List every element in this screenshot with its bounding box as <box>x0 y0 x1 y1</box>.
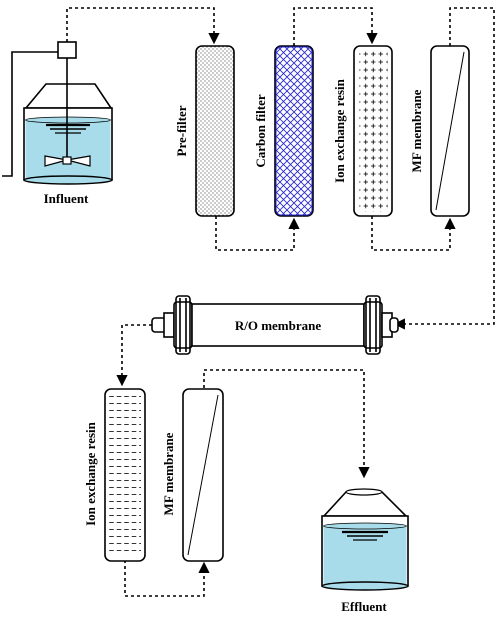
prefilter-cartridge <box>195 45 235 217</box>
ion-exchange-label-2: Ion exchange resin <box>83 421 98 526</box>
effluent-label: Effluent <box>341 599 387 614</box>
mf-membrane-label-2: MF membrane <box>161 432 176 515</box>
impeller-icon <box>44 155 91 167</box>
carbon-filter-label: Carbon filter <box>253 94 268 168</box>
effluent-ripples <box>342 530 388 541</box>
bottom-flow-lines <box>116 324 370 597</box>
effluent-lid <box>322 491 408 517</box>
mf-membrane-label-1: MF membrane <box>409 89 424 172</box>
ro-membrane-label: R/O membrane <box>235 318 322 333</box>
mf-membrane-cartridge-2 <box>182 388 224 562</box>
mf-membrane-cartridge-1 <box>430 45 470 217</box>
ion-exchange-cartridge-1 <box>353 45 393 217</box>
water-ripples <box>46 123 90 134</box>
ion-exchange-label-1: Ion exchange resin <box>332 78 347 183</box>
carbon-filter-cartridge <box>274 45 314 217</box>
top-flow-lines <box>66 7 495 330</box>
tank-lid <box>24 83 113 109</box>
prefilter-label: Pre-filter <box>174 105 189 156</box>
mixer-motor <box>57 41 77 59</box>
influent-tank <box>2 41 113 185</box>
stand-frame <box>2 51 58 177</box>
effluent-tank <box>321 488 409 591</box>
influent-label: Influent <box>44 191 89 206</box>
ro-membrane-unit <box>151 295 399 355</box>
ion-exchange-cartridge-2 <box>104 388 146 562</box>
